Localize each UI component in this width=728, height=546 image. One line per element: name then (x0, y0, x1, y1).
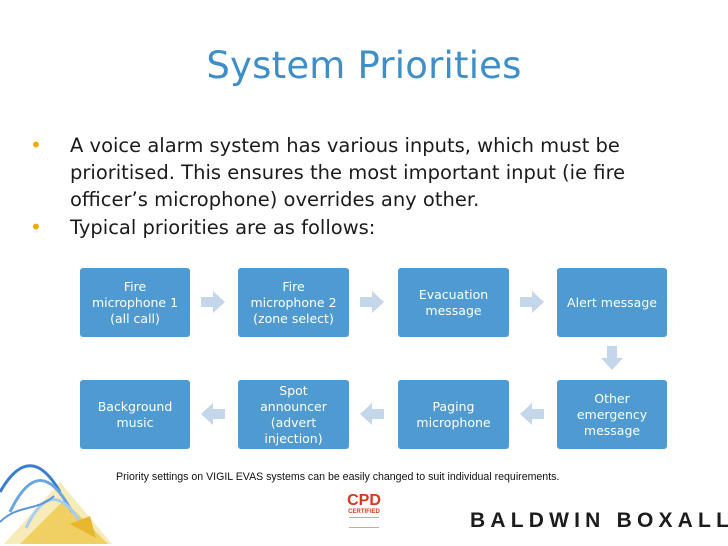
arrow-right-icon (520, 291, 544, 313)
priority-node-other-emergency-message: Other emergency message (557, 380, 667, 449)
priority-node-paging-microphone: Paging microphone (398, 380, 509, 449)
priority-node-fire-microphone-2: Fire microphone 2 (zone select) (238, 268, 349, 337)
arrow-down-icon (601, 346, 623, 370)
cpd-logo-subtext: CERTIFIED (348, 509, 380, 515)
bullet-text: Typical priorities are as follows: (70, 216, 376, 239)
priority-node-spot-announcer: Spot announcer (advert injection) (238, 380, 349, 449)
bullet-dot-icon: • (30, 215, 42, 239)
bullet-text: A voice alarm system has various inputs,… (70, 134, 626, 211)
priority-node-alert-message: Alert message (557, 268, 667, 337)
cpd-certified-logo: CPD CERTIFIED (339, 493, 389, 537)
arrow-right-icon (360, 291, 384, 313)
bullet-item: • A voice alarm system has various input… (28, 132, 688, 213)
bullet-dot-icon: • (30, 133, 42, 157)
arrow-left-icon (201, 403, 225, 425)
arrow-left-icon (360, 403, 384, 425)
cpd-logo-text: CPD (347, 492, 381, 509)
priority-node-background-music: Background music (80, 380, 190, 449)
bullet-list: • A voice alarm system has various input… (28, 132, 688, 242)
bullet-item: • Typical priorities are as follows: (28, 214, 688, 241)
arrow-left-icon (520, 403, 544, 425)
footnote: Priority settings on VIGIL EVAS systems … (116, 471, 560, 483)
arrow-right-icon (201, 291, 225, 313)
priority-node-fire-microphone-1: Fire microphone 1 (all call) (80, 268, 190, 337)
brand-logo: BALDWIN BOXALL (470, 509, 728, 532)
cpd-logo-fineprint (349, 517, 379, 528)
priority-node-evacuation-message: Evacuation message (398, 268, 509, 337)
sound-wave-logo-icon (0, 452, 116, 546)
slide-title: System Priorities (206, 44, 522, 87)
